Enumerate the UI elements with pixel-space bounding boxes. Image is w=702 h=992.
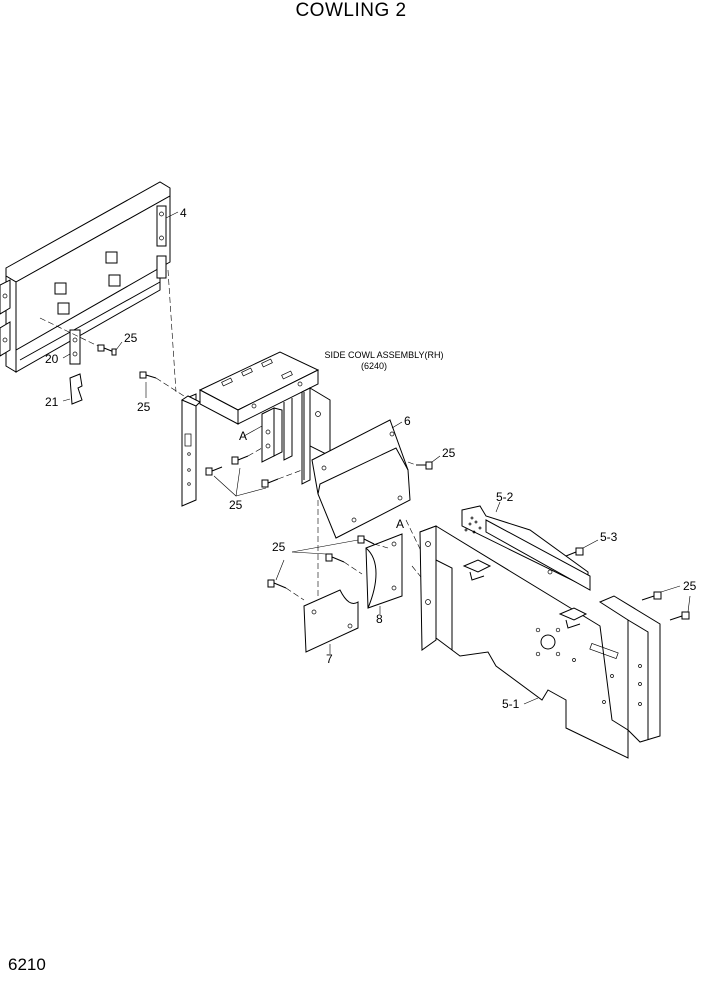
side-cowl-frame [180, 351, 331, 507]
callout-8: 8 [376, 612, 383, 626]
callout-25-frame: 25 [229, 498, 243, 512]
page-title: COWLING 2 [295, 0, 407, 21]
page-number: 6210 [8, 955, 46, 974]
assembly-note-title: SIDE COWL ASSEMBLY(RH) [324, 350, 443, 360]
bolt-25-lower-2 [325, 553, 345, 563]
callout-25-upper: 25 [124, 331, 138, 345]
callout-7: 7 [326, 652, 333, 666]
callout-5-3: 5-3 [600, 530, 618, 544]
part-4-panel [0, 181, 179, 373]
callout-20: 20 [45, 352, 59, 366]
part-5-1-rear-bracket [598, 595, 661, 743]
callout-5-1: 5-1 [502, 697, 520, 711]
part-8-plate [365, 533, 403, 614]
clip-lower [558, 607, 588, 629]
bolt-25-left [139, 371, 185, 398]
clip-upper [462, 559, 492, 581]
part-21-clip [62, 373, 83, 405]
bolt-25-lower-3 [357, 535, 375, 545]
bolt-25-upper-left [39, 317, 123, 356]
assembly-note-ref: (6240) [361, 361, 387, 371]
callout-A-frame: A [239, 429, 247, 443]
part-20-clip [62, 329, 81, 365]
bolt-25-far-right-2 [669, 595, 691, 621]
part-5-1-main-plate [419, 525, 629, 759]
callout-A-plate: A [396, 517, 404, 531]
part-6-plate [311, 419, 411, 539]
callout-4: 4 [180, 206, 187, 220]
callout-25-mid-right: 25 [442, 446, 456, 460]
callout-25-far-right: 25 [683, 579, 697, 593]
callout-6: 6 [404, 414, 411, 428]
bolt-25-right-of-6 [407, 455, 441, 470]
callout-25-left: 25 [137, 400, 151, 414]
callout-21: 21 [45, 395, 59, 409]
bolt-25-far-right-1 [641, 585, 681, 601]
callout-25-lower: 25 [272, 540, 286, 554]
bolt-25-frame-2 [231, 447, 263, 465]
bolt-25-lower-1 [267, 579, 287, 589]
part-7-plate [303, 589, 359, 654]
bolt-25-frame-1 [205, 466, 223, 476]
part-5-3-bolt [565, 539, 599, 557]
bolt-25-frame-3 [261, 469, 303, 488]
part-5-2-bracket [461, 501, 591, 591]
callout-5-2: 5-2 [496, 490, 514, 504]
